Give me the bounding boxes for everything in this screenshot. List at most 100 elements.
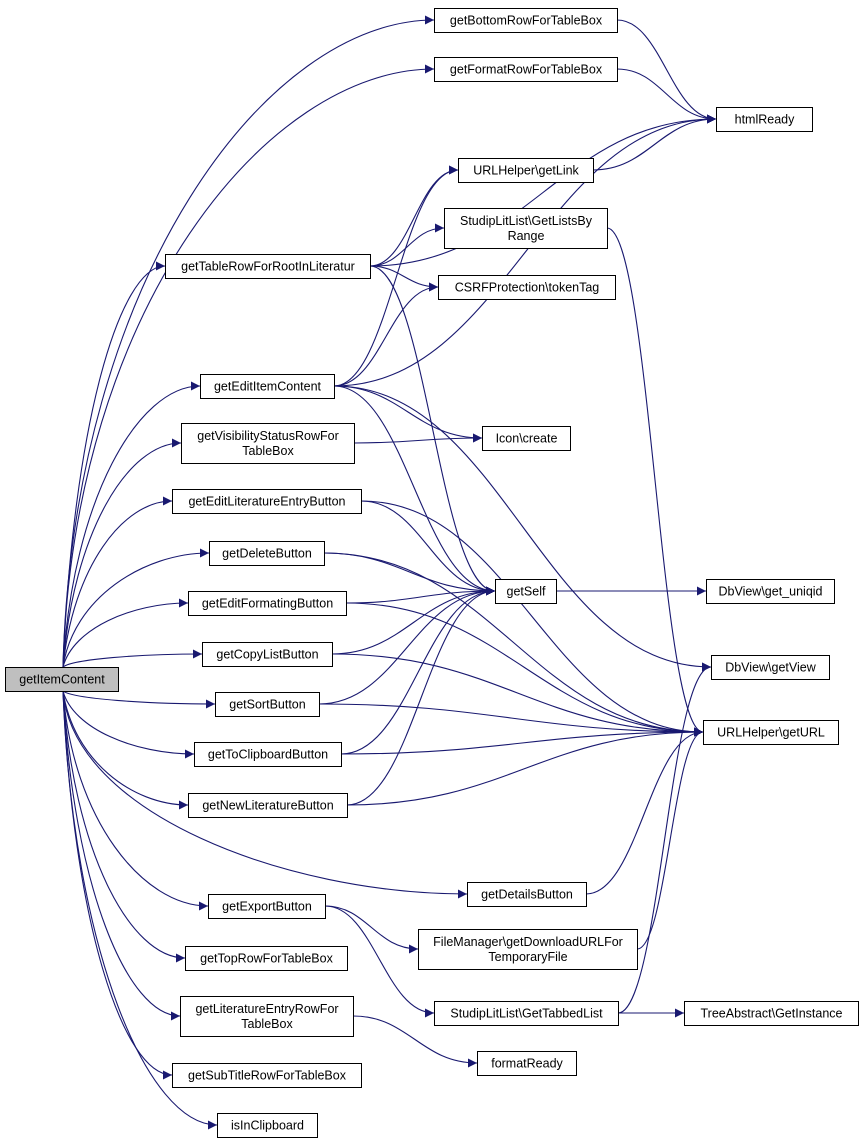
node-geteditformatingbutton[interactable]: getEditFormatingButton (188, 591, 347, 616)
node-box (188, 793, 348, 818)
node-label: getDetailsButton (481, 888, 573, 902)
node-getformatrowfortablebox[interactable]: getFormatRowForTableBox (434, 57, 618, 82)
node-dbview-getview[interactable]: DbView\getView (711, 655, 830, 680)
node-label: URLHelper\getLink (473, 164, 579, 178)
node-box (684, 1001, 859, 1026)
node-treeabstract-getinstance[interactable]: TreeAbstract\GetInstance (684, 1001, 859, 1026)
node-getself[interactable]: getSelf (495, 579, 557, 604)
node-getitemcontent[interactable]: getItemContent (5, 667, 119, 692)
edge-geteditliteratureentrybutton-to-urlhelper-geturl (360, 500, 704, 737)
node-box (418, 929, 638, 970)
edge-getexportbutton-to-studiplitlist-gettabbedlist (324, 905, 435, 1018)
node-box (703, 720, 839, 745)
node-box (172, 489, 362, 514)
edge-getitemcontent-to-getcopylistbutton (62, 649, 203, 668)
node-label: getExportButton (222, 900, 312, 914)
node-getdeletebutton[interactable]: getDeleteButton (209, 541, 325, 566)
node-box (711, 655, 830, 680)
node-label: getEditItemContent (214, 380, 322, 394)
node-box (202, 642, 333, 667)
node-box (706, 579, 835, 604)
node-label: StudipLitList\GetTabbedList (450, 1007, 603, 1021)
node-getedititemcontent[interactable]: getEditItemContent (200, 374, 335, 399)
node-filemanager-getdownloadurlfortemporaryfile[interactable]: FileManager\getDownloadURLForTemporaryFi… (418, 929, 638, 970)
edge-getitemcontent-to-getformatrowfortablebox (62, 64, 435, 668)
node-label: getBottomRowForTableBox (450, 14, 603, 28)
edge-studiplitlist-getlistsbyrange-to-urlhelper-geturl (606, 227, 704, 737)
edge-getliteratureentryrowfortablebox-to-formatready (352, 1015, 478, 1068)
node-box (208, 894, 326, 919)
node-gettablerowforrootinliteratur[interactable]: getTableRowForRootInLiteratur (165, 254, 371, 279)
node-label: getNewLiteratureButton (202, 799, 333, 813)
node-formatready[interactable]: formatReady (477, 1051, 577, 1076)
edge-getedititemcontent-to-csrfprotection-tokentag (333, 282, 439, 387)
edge-getitemcontent-to-getsubtitlerowfortablebox (62, 690, 173, 1080)
node-getexportbutton[interactable]: getExportButton (208, 894, 326, 919)
node-label: getTableRowForRootInLiteratur (181, 260, 355, 274)
node-studiplitlist-gettabbedlist[interactable]: StudipLitList\GetTabbedList (434, 1001, 619, 1026)
edge-getsortbutton-to-getself (318, 586, 496, 705)
node-box (209, 541, 325, 566)
node-box (434, 1001, 619, 1026)
edge-getitemcontent-to-getdeletebutton (62, 548, 210, 668)
node-box (185, 946, 348, 971)
node-label: getSubTitleRowForTableBox (188, 1069, 347, 1083)
node-isinclipboard[interactable]: isInClipboard (217, 1113, 318, 1138)
node-box (180, 996, 354, 1037)
edge-filemanager-getdownloadurlfortemporaryfile-to-urlhelper-geturl (636, 727, 704, 950)
node-getcopylistbutton[interactable]: getCopyListButton (202, 642, 333, 667)
node-label: getEditFormatingButton (202, 597, 333, 611)
node-dbview-get-uniqid[interactable]: DbView\get_uniqid (706, 579, 835, 604)
edge-getitemcontent-to-getnewliteraturebutton (62, 690, 189, 810)
node-urlhelper-getlink[interactable]: URLHelper\getLink (458, 158, 594, 183)
node-box (444, 208, 608, 249)
node-gettoclipboardbutton[interactable]: getToClipboardButton (194, 742, 342, 767)
node-getsortbutton[interactable]: getSortButton (215, 692, 320, 717)
edge-getitemcontent-to-getsortbutton (62, 690, 216, 709)
node-gettoprowfortablebox[interactable]: getTopRowForTableBox (185, 946, 348, 971)
edge-getdeletebutton-to-urlhelper-geturl (323, 552, 704, 737)
edge-getnewliteraturebutton-to-getself (346, 586, 496, 806)
node-getsubtitlerowfortablebox[interactable]: getSubTitleRowForTableBox (172, 1063, 362, 1088)
edge-gettablerowforrootinliteratur-to-studiplitlist-getlistsbyrange (369, 223, 445, 267)
node-getbottomrowfortablebox[interactable]: getBottomRowForTableBox (434, 8, 618, 33)
edge-getitemcontent-to-getvisibilitystatusrowfortablebox (62, 438, 182, 668)
edge-getitemcontent-to-gettoprowfortablebox (62, 690, 186, 963)
node-htmlready[interactable]: htmlReady (716, 107, 813, 132)
node-label: getLiteratureEntryRowFor (195, 1002, 338, 1016)
node-box (434, 57, 618, 82)
node-label: TableBox (241, 1017, 293, 1031)
edge-getitemcontent-to-getedititemcontent (62, 381, 201, 668)
node-urlhelper-geturl[interactable]: URLHelper\getURL (703, 720, 839, 745)
edge-geteditliteratureentrybutton-to-getself (360, 500, 496, 596)
edge-getedititemcontent-to-urlhelper-getlink (333, 165, 459, 387)
node-label: formatReady (491, 1057, 563, 1071)
node-icon-create[interactable]: Icon\create (482, 426, 571, 451)
node-box (5, 667, 119, 692)
node-box (434, 8, 618, 33)
node-csrfprotection-tokentag[interactable]: CSRFProtection\tokenTag (438, 275, 616, 300)
edge-getitemcontent-to-geteditliteratureentrybutton (62, 496, 173, 668)
edge-gettablerowforrootinliteratur-to-csrfprotection-tokentag (369, 265, 439, 292)
edge-getcopylistbutton-to-getself (331, 586, 496, 655)
node-getnewliteraturebutton[interactable]: getNewLiteratureButton (188, 793, 348, 818)
edge-getitemcontent-to-gettoclipboardbutton (62, 690, 195, 759)
node-label: htmlReady (735, 113, 795, 127)
node-label: StudipLitList\GetListsBy (460, 214, 593, 228)
edge-getitemcontent-to-geteditformatingbutton (62, 598, 189, 668)
edge-studiplitlist-gettabbedlist-to-dbview-getview (617, 662, 712, 1014)
node-label: TreeAbstract\GetInstance (701, 1007, 843, 1021)
node-label: getEditLiteratureEntryButton (188, 495, 345, 509)
node-getdetailsbutton[interactable]: getDetailsButton (467, 882, 587, 907)
node-label: URLHelper\getURL (717, 726, 825, 740)
node-label: getSortButton (229, 698, 305, 712)
edge-gettoclipboardbutton-to-getself (340, 586, 496, 755)
node-geteditliteratureentrybutton[interactable]: getEditLiteratureEntryButton (172, 489, 362, 514)
edge-getdetailsbutton-to-urlhelper-geturl (585, 727, 704, 895)
node-box (482, 426, 571, 451)
edge-gettablerowforrootinliteratur-to-getself (369, 265, 496, 596)
node-box (438, 275, 616, 300)
